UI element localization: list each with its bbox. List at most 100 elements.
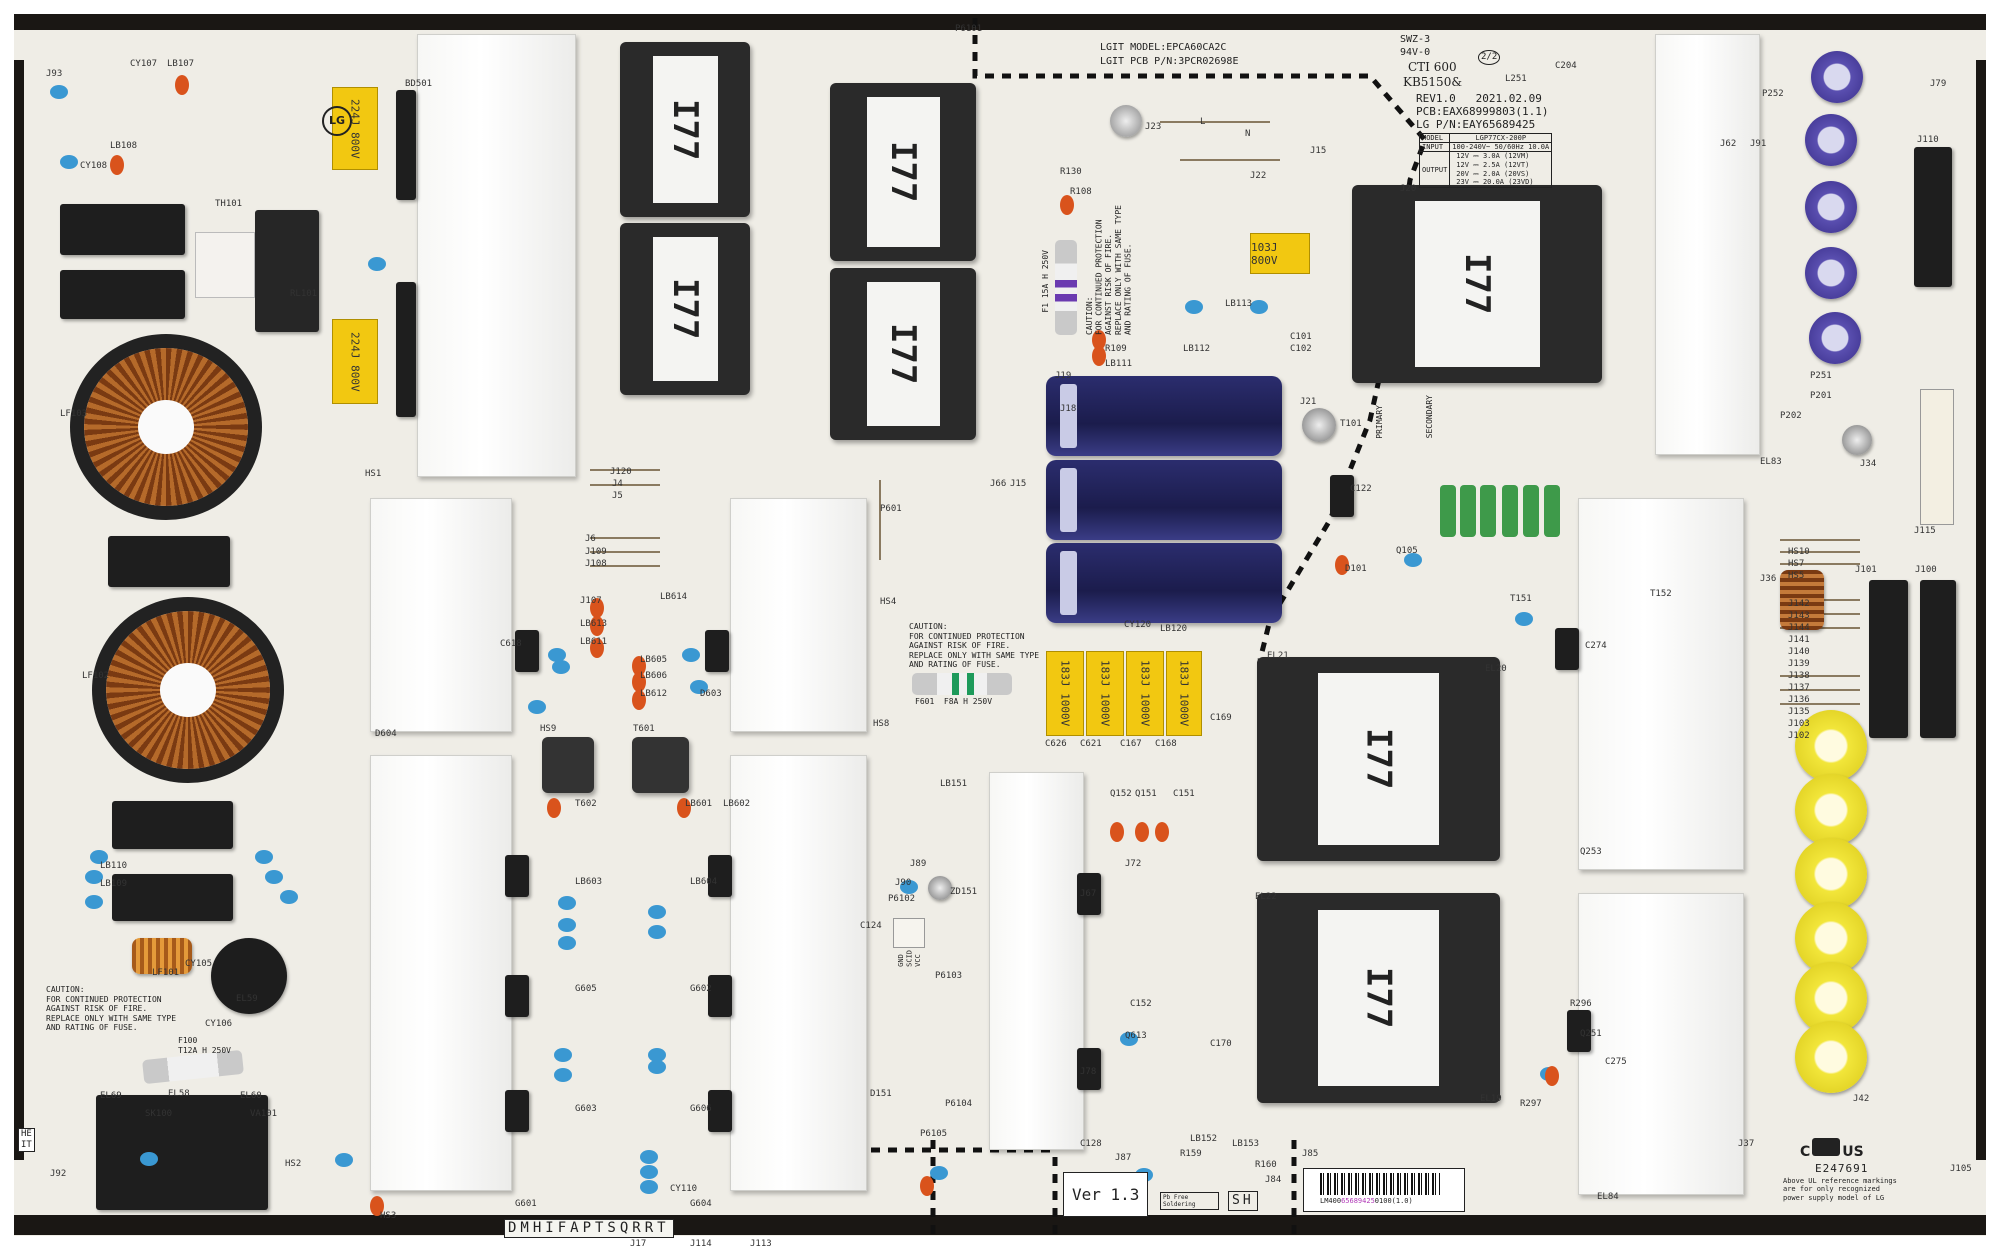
- component-label: J79: [1930, 79, 1947, 89]
- component-label: D603: [700, 689, 722, 699]
- component-label: C274: [1585, 641, 1607, 651]
- ceramic-capacitor: [85, 895, 103, 909]
- ceramic-capacitor: [554, 1048, 572, 1062]
- component-label: J107: [580, 596, 602, 606]
- component-label: C204: [1555, 61, 1577, 71]
- component-label: EL60: [240, 1091, 262, 1101]
- heatsink-4: [989, 772, 1084, 1150]
- component-label: HS2: [285, 1159, 302, 1169]
- rev-label: REV1.0 2021.02.09: [1416, 92, 1542, 105]
- component-label: HS5: [1788, 571, 1805, 581]
- spec-output-values: 12V ⎓ 3.0A (12VM) 12V ⎓ 2.5A (12VT) 20V …: [1449, 151, 1553, 188]
- connector-p251: [1920, 580, 1956, 738]
- letter-code-strip: DMHIFAPTSQRRT: [504, 1219, 674, 1238]
- isolation-boundary: [972, 18, 1428, 661]
- component-label: LB111: [1105, 359, 1133, 369]
- p601-pins: GND SCID VCC: [897, 950, 922, 967]
- component-label: LB113: [1225, 299, 1253, 309]
- component-label: BD501: [405, 79, 433, 89]
- heatsink-2: [370, 755, 512, 1191]
- component-label: HS9: [540, 724, 557, 734]
- board-edge-top: [14, 14, 1986, 30]
- model-label: LGIT MODEL:EPCA60CA2C: [1100, 42, 1227, 53]
- component-label: HS10: [1788, 547, 1810, 557]
- ferrite-bead: [547, 798, 561, 818]
- component-label: R109: [1105, 344, 1127, 354]
- ferrite-bead: [1092, 346, 1106, 366]
- component-label: J120: [610, 467, 632, 477]
- component-label: J15: [1010, 479, 1027, 489]
- ceramic-capacitor: [1404, 553, 1422, 567]
- electrolytic-capacitor-purple: [1805, 181, 1857, 233]
- component-label: LB601: [685, 799, 713, 809]
- connector-p252: [1869, 580, 1908, 738]
- ceramic-capacitor: [528, 700, 546, 714]
- power-transistor: [708, 1090, 732, 1132]
- component-label: R160: [1255, 1160, 1277, 1170]
- component-label: J23: [1145, 122, 1162, 132]
- ceramic-capacitor: [690, 680, 708, 694]
- component-label: J78: [1080, 1067, 1097, 1077]
- ceramic-capacitor: [280, 890, 298, 904]
- ul-number: E247691: [1815, 1162, 1869, 1175]
- spec-input-value: 100-240V~ 50/60Hz 10.0A: [1449, 142, 1553, 152]
- board-edge-right: [1976, 60, 1986, 1160]
- ul-r-glyph: [1812, 1138, 1841, 1156]
- component-label: LB612: [640, 689, 668, 699]
- component-label: LF103: [60, 409, 88, 419]
- component-label: N: [1245, 129, 1251, 139]
- component-label: J142: [1788, 599, 1810, 609]
- kb-label: KB5150&: [1403, 75, 1463, 89]
- spec-input-label: INPUT: [1418, 142, 1451, 152]
- component-label: VA101: [250, 1109, 278, 1119]
- heatsink-3: [730, 755, 867, 1191]
- ceramic-capacitor: [558, 936, 576, 950]
- pcb-label: PCB:EAX68999803(1.1): [1416, 105, 1549, 118]
- electrolytic-capacitor-yellow: [1795, 1021, 1867, 1093]
- component-label: LB613: [580, 619, 608, 629]
- component-label: J36: [1760, 574, 1777, 584]
- barcode-label: LM400656894250100(1.0): [1303, 1168, 1465, 1212]
- power-transistor: [1555, 628, 1579, 670]
- common-mode-choke-lf103: [84, 348, 248, 506]
- component-label: ZD151: [950, 887, 978, 897]
- heatsink-7: [1578, 893, 1744, 1195]
- fuse-f1-label: F1 15A H 250V: [1041, 250, 1050, 313]
- version-label: Ver 1.3: [1063, 1172, 1149, 1218]
- connector-p201: [1914, 147, 1952, 287]
- power-transistor: [1567, 1010, 1591, 1052]
- component-label: P201: [1810, 391, 1832, 401]
- component-label: G606: [690, 1104, 712, 1114]
- component-label: L: [1200, 117, 1206, 127]
- power-transistor: [505, 1090, 529, 1132]
- ul-c: C: [1800, 1144, 1811, 1160]
- component-label: P601: [880, 504, 902, 514]
- component-label: J6: [585, 534, 596, 544]
- resistor: [1502, 485, 1518, 537]
- component-label: T601: [633, 724, 655, 734]
- power-transistor: [1077, 873, 1101, 915]
- ceramic-capacitor: [335, 1153, 353, 1167]
- spec-model-value: LGP77CX-200P: [1449, 133, 1553, 143]
- film-capacitor-c103: 103J 800V: [1250, 233, 1310, 274]
- component-label: C275: [1605, 1057, 1627, 1067]
- component-label: T151: [1510, 594, 1532, 604]
- component-label: LB120: [1160, 624, 1188, 634]
- board-edge-left: [14, 60, 24, 1160]
- transformer-l601: I77: [830, 83, 976, 261]
- component-label: LB153: [1232, 1139, 1260, 1149]
- component-label: J110: [1917, 135, 1939, 145]
- component-label: RL101: [290, 289, 318, 299]
- electrolytic-capacitor-yellow: [1795, 710, 1867, 782]
- resistor-array: [1438, 475, 1563, 546]
- ceramic-capacitor: [50, 85, 68, 99]
- ferrite-bead: [677, 798, 691, 818]
- caution-top: CAUTION: FOR CONTINUED PROTECTION AGAINS…: [1085, 205, 1133, 336]
- component-label: J140: [1788, 647, 1810, 657]
- component-label: LB603: [575, 877, 603, 887]
- component-label: P6105: [920, 1129, 948, 1139]
- component-label: EL69: [100, 1091, 122, 1101]
- component-label: EL58: [168, 1089, 190, 1099]
- component-label: LB614: [660, 592, 688, 602]
